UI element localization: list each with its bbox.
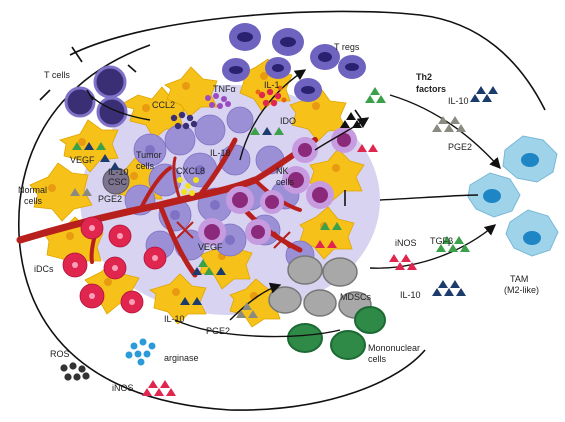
ido-dots xyxy=(255,85,287,103)
label-ccl2: CCL2 xyxy=(152,100,175,110)
outer-arc-bottom xyxy=(229,349,426,411)
label-mdscs: MDSCs xyxy=(340,292,371,302)
label-pge2-top: PGE2 xyxy=(448,142,472,152)
tnfa-dots xyxy=(205,93,231,109)
label-mono-line1: Mononuclear xyxy=(368,343,420,353)
label-nk-line1: NK xyxy=(276,166,289,176)
label-inos-right: iNOS xyxy=(395,238,417,248)
t-reg-group xyxy=(222,23,366,102)
label-th2-line1: Th2 xyxy=(416,72,432,82)
label-vegf-left: VEGF xyxy=(70,155,95,165)
outer-arc-left xyxy=(18,44,231,411)
inhibit-bar-top xyxy=(71,46,83,63)
label-pge2-bottom: PGE2 xyxy=(206,326,230,336)
idc-centers xyxy=(72,225,158,305)
label-th2-line2: factors xyxy=(416,84,446,94)
arginase-dots xyxy=(125,338,156,366)
label-mono-line2: cells xyxy=(368,354,387,364)
il1-dots xyxy=(258,88,282,107)
label-tam-line2: (M2-like) xyxy=(504,285,539,295)
mononuclear-group xyxy=(287,306,386,360)
label-il10-bottom: IL-10 xyxy=(164,314,185,324)
kill-marks xyxy=(176,221,291,249)
triangles-inner xyxy=(70,127,342,318)
label-csc: CSC xyxy=(108,177,128,187)
label-arginase: arginase xyxy=(164,353,199,363)
label-tumor-line1: Tumor xyxy=(136,150,162,160)
triangles-th2 xyxy=(432,86,498,132)
label-tumor-line2: cells xyxy=(136,161,155,171)
label-normal-line1: Normal xyxy=(18,185,47,195)
label-normal-line2: cells xyxy=(24,196,43,206)
nk-cell-group xyxy=(198,127,357,246)
mdsc-group xyxy=(268,255,372,319)
label-il10-right: IL-10 xyxy=(400,290,421,300)
label-il10-left: IL-10 xyxy=(108,167,129,177)
label-tgfb: TGFβ xyxy=(430,236,453,246)
label-pge2-left: PGE2 xyxy=(98,194,122,204)
label-nk-line2: cells xyxy=(276,177,295,187)
ccl2-dots xyxy=(170,111,198,130)
arrows xyxy=(89,69,501,338)
label-ros: ROS xyxy=(50,349,70,359)
label-tam-line1: TAM xyxy=(510,274,528,284)
triangles-right xyxy=(389,236,470,296)
ros-dots xyxy=(60,362,90,381)
label-idcs: iDCs xyxy=(34,264,54,274)
label-t-cells: T cells xyxy=(44,70,70,80)
tam-group xyxy=(467,135,559,257)
label-ido: IDO xyxy=(280,116,296,126)
normal-cell-nuclei xyxy=(48,72,340,300)
outer-arc-top xyxy=(69,10,546,111)
label-tnfa: TNFα xyxy=(213,84,236,94)
inos-bottom-triangles xyxy=(142,380,176,396)
label-inos-bottom: iNOS xyxy=(112,383,134,393)
label-il10-top: IL-10 xyxy=(448,96,469,106)
label-il1: IL-1 xyxy=(264,80,280,90)
t-cell-group xyxy=(64,65,128,128)
label-t-regs: T regs xyxy=(334,42,360,52)
label-vegf-bottom: VEGF xyxy=(198,242,223,252)
inhibition-bars xyxy=(39,64,363,206)
cxcl8-dots xyxy=(177,177,199,196)
triangles-top-right xyxy=(340,87,386,152)
label-cxcl8: CXCL8 xyxy=(176,166,205,176)
label-il18: IL-18 xyxy=(210,148,231,158)
